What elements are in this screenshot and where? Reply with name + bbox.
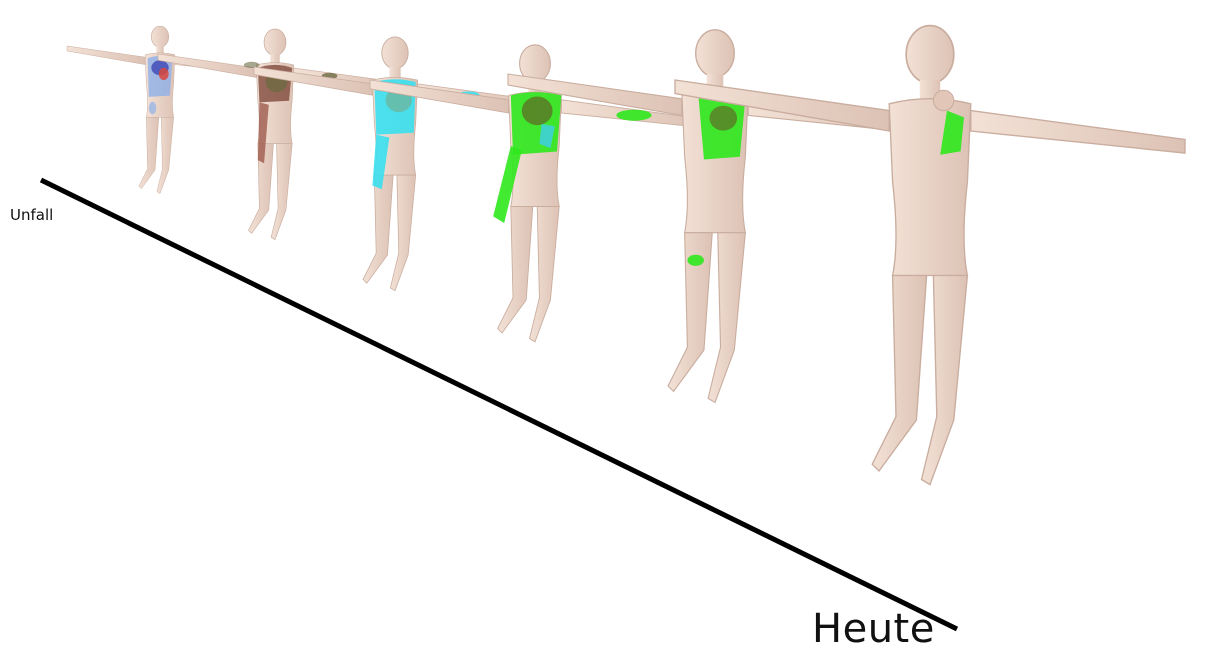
timeline-end-label: Heute: [812, 606, 935, 652]
timeline-line: [41, 180, 957, 629]
timeline-start-label: Unfall: [10, 206, 53, 224]
figure-6: [675, 26, 1185, 485]
figure-3: [254, 37, 536, 291]
figure-1: [67, 26, 253, 193]
figure-2: [158, 29, 392, 240]
